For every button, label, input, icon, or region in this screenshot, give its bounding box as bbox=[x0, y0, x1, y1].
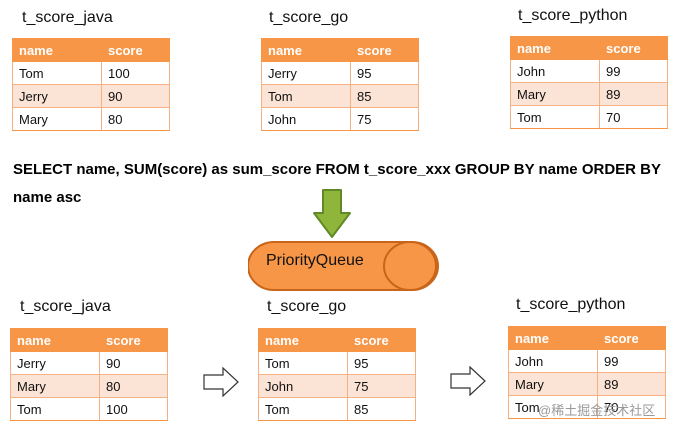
cell-score: 80 bbox=[99, 374, 168, 398]
column-header-name: name bbox=[12, 38, 102, 62]
cell-name: Tom bbox=[510, 105, 600, 129]
column-header-score: score bbox=[597, 326, 666, 350]
priority-queue-label: PriorityQueue bbox=[266, 252, 364, 269]
cell-score: 89 bbox=[599, 82, 668, 106]
column-header-score: score bbox=[101, 38, 170, 62]
cell-name: Jerry bbox=[10, 351, 100, 375]
cell-name: Jerry bbox=[12, 84, 102, 108]
column-header-score: score bbox=[350, 38, 419, 62]
column-header-name: name bbox=[510, 36, 600, 60]
cell-score: 85 bbox=[350, 84, 419, 108]
table-row: Tom 100 bbox=[10, 397, 168, 421]
cell-score: 100 bbox=[101, 61, 170, 85]
right-arrow-icon bbox=[203, 367, 239, 397]
table-header-row: name score bbox=[508, 326, 666, 350]
table-row: Tom 100 bbox=[12, 61, 170, 85]
column-header-score: score bbox=[599, 36, 668, 60]
cell-score: 99 bbox=[599, 59, 668, 83]
cell-score: 70 bbox=[599, 105, 668, 129]
score-table: name score Tom 95 John 75 Tom 85 bbox=[258, 328, 416, 421]
cell-name: Mary bbox=[10, 374, 100, 398]
cell-score: 90 bbox=[99, 351, 168, 375]
table-header-row: name score bbox=[258, 328, 416, 352]
right-arrow-icon bbox=[450, 366, 486, 396]
cell-score: 85 bbox=[347, 397, 416, 421]
cell-score: 89 bbox=[597, 372, 666, 396]
column-header-score: score bbox=[347, 328, 416, 352]
table-row: Tom 95 bbox=[258, 351, 416, 375]
sql-statement: SELECT name, SUM(score) as sum_score FRO… bbox=[13, 161, 661, 206]
cell-name: John bbox=[258, 374, 348, 398]
score-table: name score John 99 Mary 89 Tom 70 bbox=[510, 36, 668, 129]
cell-name: John bbox=[261, 107, 351, 131]
cell-score: 75 bbox=[347, 374, 416, 398]
table-row: John 75 bbox=[261, 107, 419, 131]
cell-name: John bbox=[508, 349, 598, 373]
table-header-row: name score bbox=[510, 36, 668, 60]
table-row: John 99 bbox=[510, 59, 668, 83]
cell-score: 90 bbox=[101, 84, 170, 108]
score-table: name score Tom 100 Jerry 90 Mary 80 bbox=[12, 38, 170, 131]
table-row: Tom 70 bbox=[508, 395, 666, 419]
cell-score: 95 bbox=[347, 351, 416, 375]
cell-name: Tom bbox=[10, 397, 100, 421]
cell-name: Tom bbox=[261, 84, 351, 108]
cell-score: 95 bbox=[350, 61, 419, 85]
table-row: John 99 bbox=[508, 349, 666, 373]
table-title: t_score_java bbox=[20, 298, 111, 315]
table-row: Mary 89 bbox=[510, 82, 668, 106]
table-row: Mary 80 bbox=[12, 107, 170, 131]
column-header-name: name bbox=[261, 38, 351, 62]
column-header-name: name bbox=[258, 328, 348, 352]
cell-score: 99 bbox=[597, 349, 666, 373]
table-header-row: name score bbox=[261, 38, 419, 62]
table-row: Tom 70 bbox=[510, 105, 668, 129]
cell-score: 70 bbox=[597, 395, 666, 419]
table-header-row: name score bbox=[12, 38, 170, 62]
cell-name: Jerry bbox=[261, 61, 351, 85]
table-row: Tom 85 bbox=[261, 84, 419, 108]
table-row: John 75 bbox=[258, 374, 416, 398]
table-row: Jerry 90 bbox=[12, 84, 170, 108]
cell-name: Tom bbox=[258, 351, 348, 375]
cell-name: Mary bbox=[508, 372, 598, 396]
table-title: t_score_go bbox=[269, 9, 349, 26]
table-row: Mary 89 bbox=[508, 372, 666, 396]
down-arrow-icon bbox=[313, 189, 351, 238]
column-header-name: name bbox=[508, 326, 598, 350]
column-header-score: score bbox=[99, 328, 168, 352]
table-header-row: name score bbox=[10, 328, 168, 352]
cell-score: 100 bbox=[99, 397, 168, 421]
cell-score: 80 bbox=[101, 107, 170, 131]
cell-name: Mary bbox=[510, 82, 600, 106]
table-row: Tom 85 bbox=[258, 397, 416, 421]
table-title: t_score_java bbox=[22, 9, 113, 26]
cell-name: Tom bbox=[508, 395, 598, 419]
score-table: name score Jerry 95 Tom 85 John 75 bbox=[261, 38, 419, 131]
table-row: Mary 80 bbox=[10, 374, 168, 398]
score-table: name score John 99 Mary 89 Tom 70 bbox=[508, 326, 666, 419]
watermark: @稀土掘金技术社区 bbox=[538, 403, 656, 418]
table-title: t_score_go bbox=[267, 298, 347, 315]
cell-name: Tom bbox=[12, 61, 102, 85]
table-row: Jerry 95 bbox=[261, 61, 419, 85]
cell-name: John bbox=[510, 59, 600, 83]
score-table: name score Jerry 90 Mary 80 Tom 100 bbox=[10, 328, 168, 421]
table-title: t_score_python bbox=[516, 296, 626, 313]
cell-name: Mary bbox=[12, 107, 102, 131]
priority-queue-cylinder bbox=[248, 241, 439, 291]
column-header-name: name bbox=[10, 328, 100, 352]
cell-score: 75 bbox=[350, 107, 419, 131]
table-row: Jerry 90 bbox=[10, 351, 168, 375]
table-title: t_score_python bbox=[518, 7, 628, 24]
cell-name: Tom bbox=[258, 397, 348, 421]
